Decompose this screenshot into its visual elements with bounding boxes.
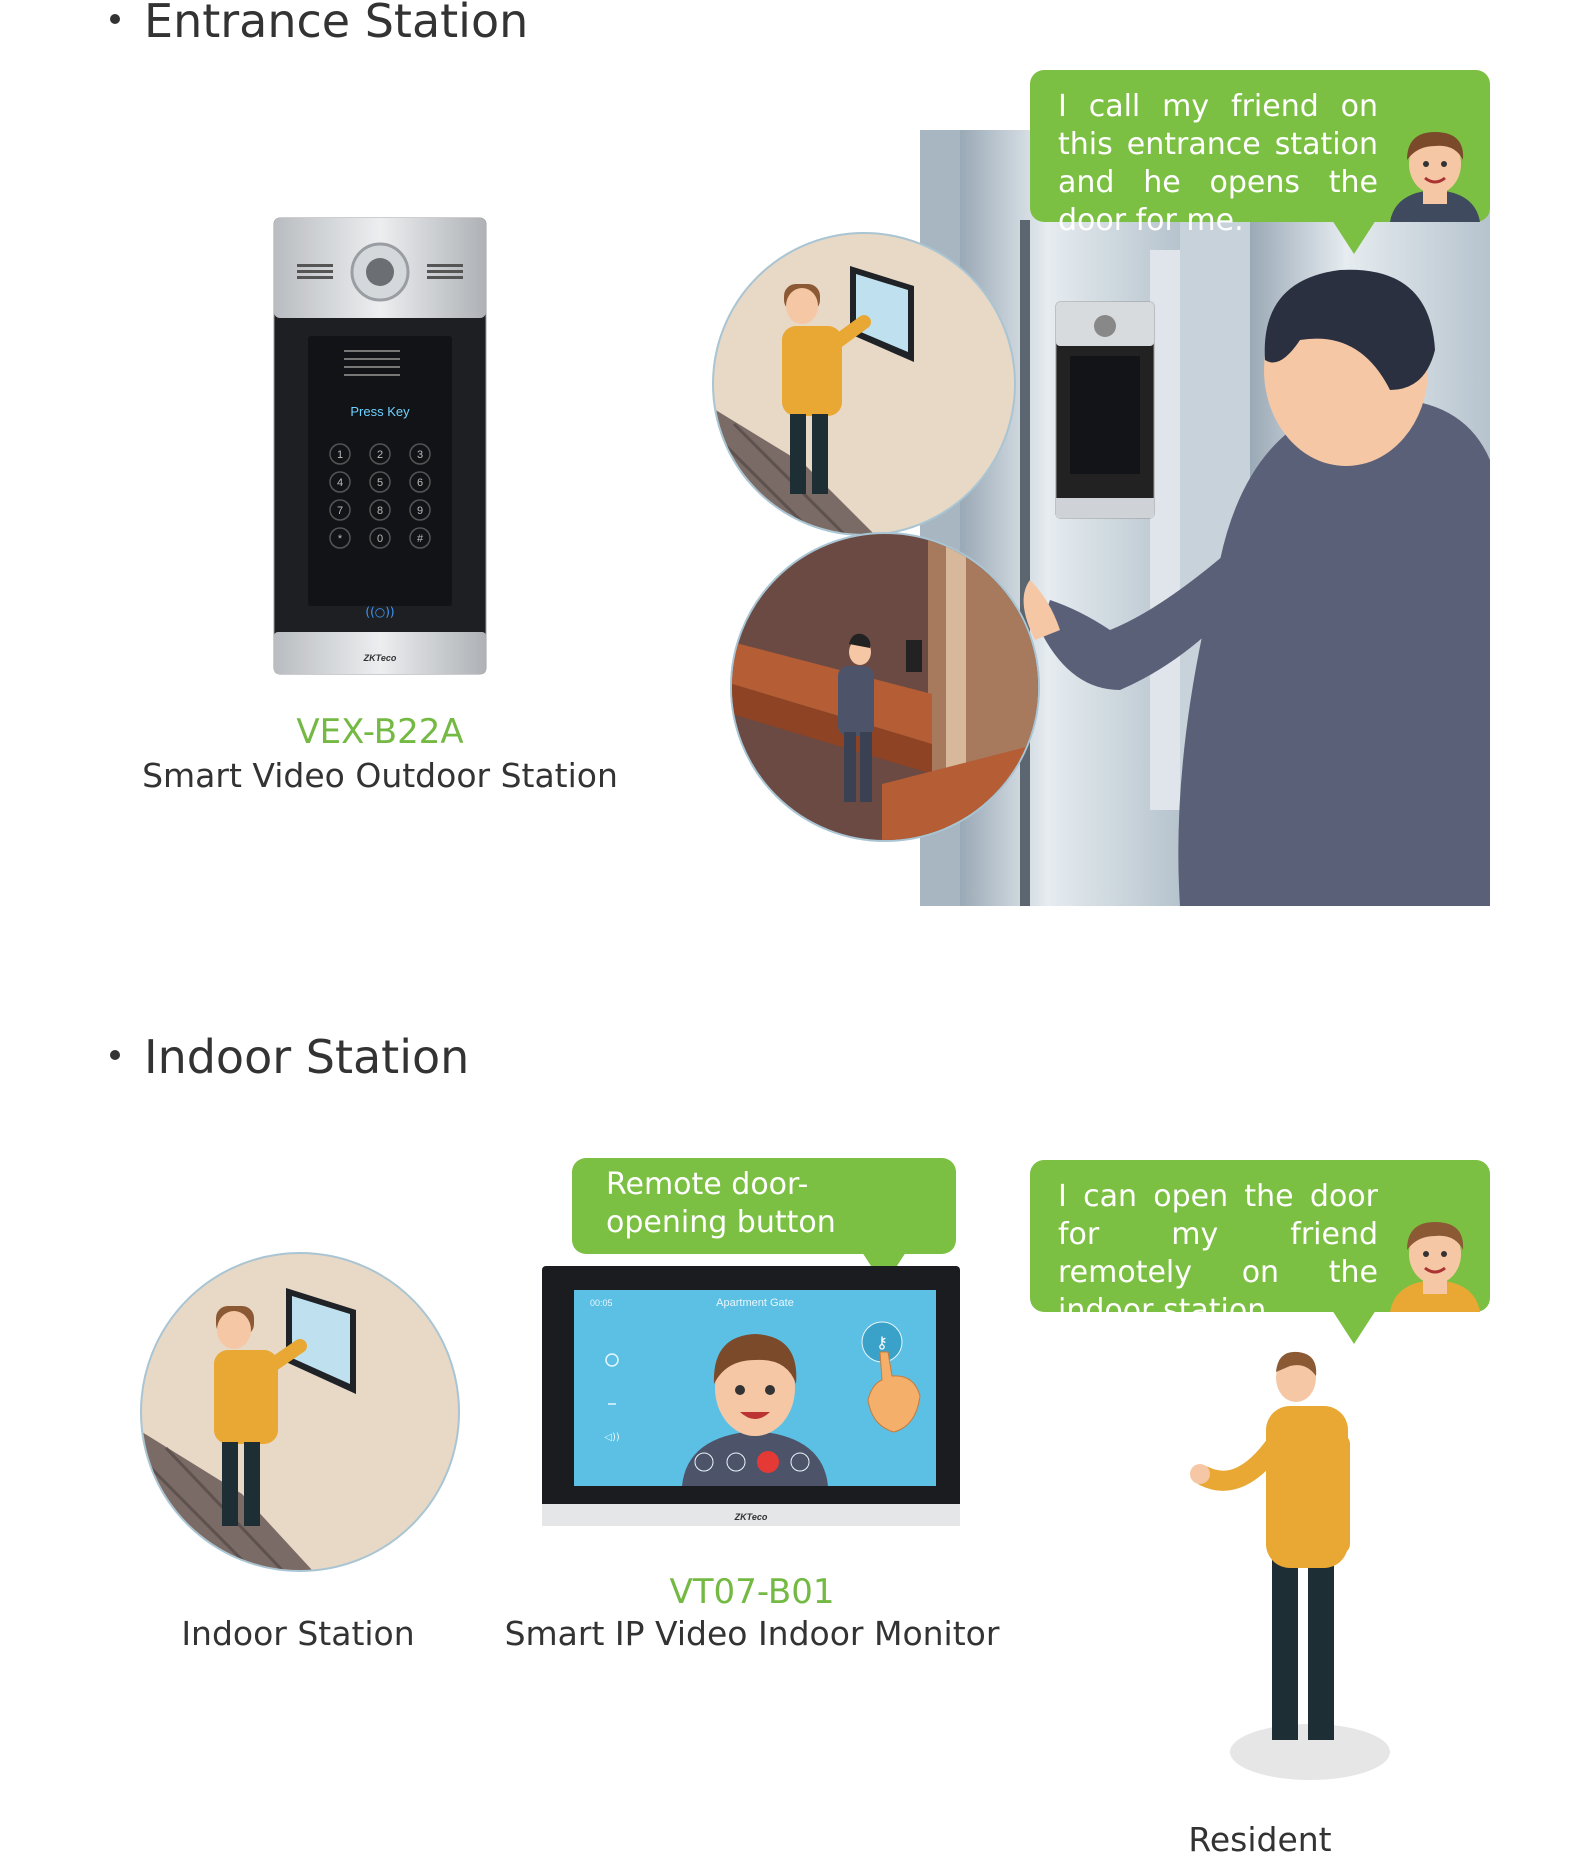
entrance-bubble-text: I call my friend on this entrance statio… — [1058, 89, 1378, 238]
section-title-indoor: Indoor Station — [110, 1030, 469, 1084]
indoor-product-name: Smart IP Video Indoor Monitor — [504, 1614, 1000, 1653]
svg-text:4: 4 — [337, 477, 343, 489]
svg-text:#: # — [417, 533, 424, 545]
brand-logo: ZKTeco — [363, 653, 397, 663]
svg-text:*: * — [338, 533, 343, 545]
scene-circle-indoor — [140, 1252, 460, 1572]
monitor-brand-logo: ZKTeco — [734, 1512, 768, 1522]
svg-text:⚷: ⚷ — [876, 1333, 888, 1352]
bullet-icon — [110, 13, 120, 24]
scene-circle-lobby-station — [730, 532, 1040, 842]
outdoor-station-device: Press Key 1 2 3 4 5 6 7 8 9 * 0 # ((○)) ZKTeco — [272, 216, 488, 676]
resident-bubble-text: I can open the door for my friend remote… — [1058, 1179, 1378, 1328]
svg-text:2: 2 — [377, 449, 383, 461]
entrance-product-name: Smart Video Outdoor Station — [142, 756, 618, 795]
svg-text:5: 5 — [377, 477, 383, 489]
friend-avatar — [1385, 122, 1485, 222]
resident-speech-bubble: I can open the door for my friend remote… — [1030, 1160, 1490, 1344]
entrance-product-model: VEX-B22A — [296, 712, 464, 752]
svg-text:6: 6 — [417, 477, 423, 489]
remote-button-callout: Remote door-opening button — [572, 1158, 956, 1286]
svg-text:8: 8 — [377, 505, 383, 517]
bullet-icon — [110, 1049, 120, 1060]
monitor-title: Apartment Gate — [716, 1297, 794, 1309]
scene-circle-wall-touchscreen — [712, 232, 1016, 536]
entrance-speech-bubble: I call my friend on this entrance statio… — [1030, 70, 1490, 254]
press-key-label: Press Key — [350, 404, 410, 419]
svg-text:7: 7 — [337, 505, 343, 517]
indoor-product-model: VT07-B01 — [669, 1572, 835, 1612]
resident-figure — [1190, 1344, 1390, 1784]
callout-text: Remote door-opening button — [606, 1167, 836, 1240]
svg-text:9: 9 — [417, 505, 423, 517]
indoor-monitor-device: 00:05 Apartment Gate ◁)) ⚷ ZKTeco — [542, 1266, 960, 1526]
resident-avatar — [1385, 1212, 1485, 1312]
monitor-time: 00:05 — [590, 1298, 613, 1308]
section-title-entrance: Entrance Station — [110, 0, 528, 48]
svg-text:((○)): ((○)) — [365, 605, 394, 619]
indoor-scene-caption: Indoor Station — [181, 1614, 415, 1653]
resident-label: Resident — [1188, 1820, 1332, 1859]
svg-text:0: 0 — [377, 533, 383, 545]
svg-text:◁)): ◁)) — [604, 1432, 620, 1443]
svg-text:1: 1 — [337, 449, 343, 461]
entrance-door-scene — [920, 130, 1490, 906]
svg-text:3: 3 — [417, 449, 423, 461]
